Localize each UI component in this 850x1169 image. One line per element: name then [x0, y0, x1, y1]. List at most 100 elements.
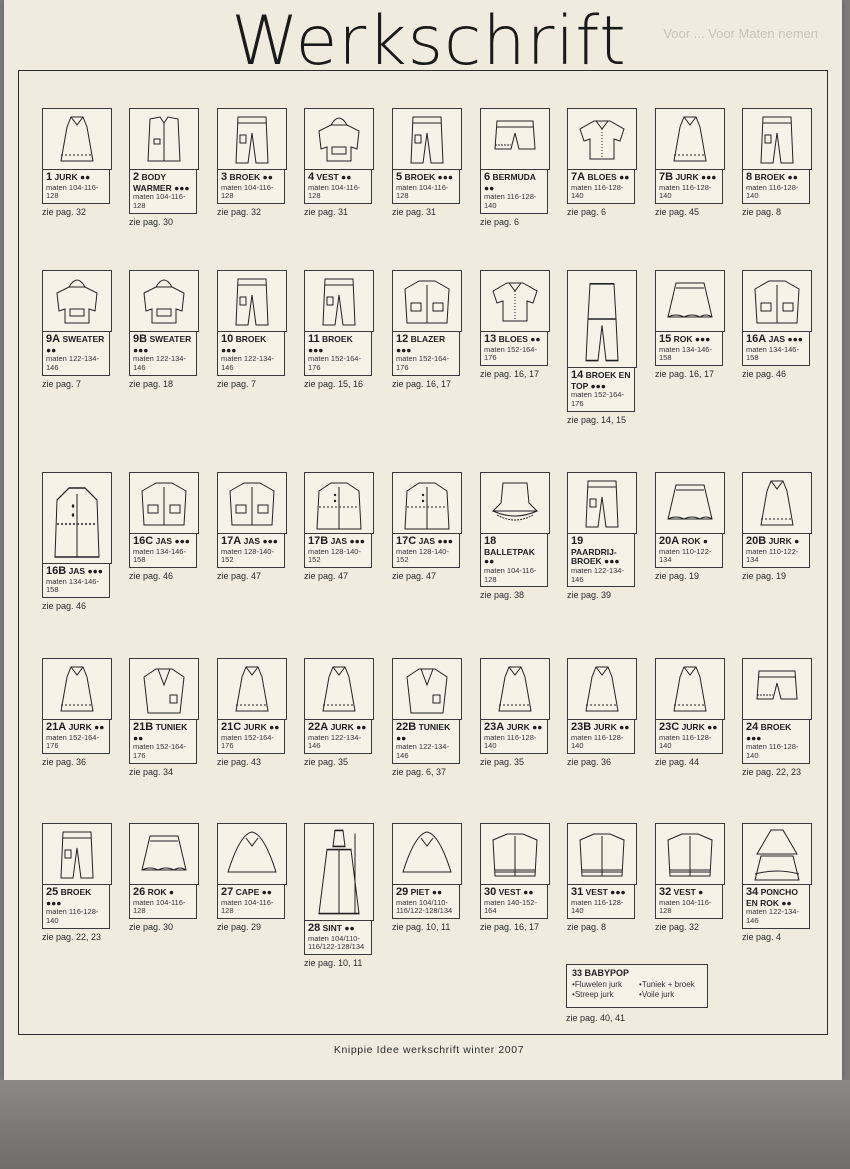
- pattern-label: 17a JAS ●●●maten 128-140-152: [217, 534, 285, 568]
- pattern-number: 21c: [221, 721, 242, 733]
- pattern-sizes: maten 104-116-128: [221, 897, 274, 916]
- jacket-sketch: [392, 270, 462, 332]
- pattern-number: 28: [308, 922, 321, 934]
- pattern-page-ref: zie pag. 38: [480, 590, 525, 601]
- pattern-name: 5 BROEK ●●●: [396, 171, 456, 184]
- coat-sketch: [42, 472, 112, 564]
- pattern-sizes: maten 122-134-146: [46, 354, 99, 373]
- pattern-label: 21c JURK ●●maten 152-164-176: [217, 720, 285, 754]
- pattern-number: 10: [221, 333, 234, 345]
- pattern-title: TUNIEK ●●: [133, 722, 188, 743]
- pattern-number: 31: [571, 886, 584, 898]
- jacket-sketch: [742, 270, 812, 332]
- pattern-number: 3: [221, 171, 228, 183]
- pattern-number: 2: [133, 171, 140, 183]
- pattern-label: 24 BROEK ●●●maten 116-128-140: [742, 720, 810, 764]
- pattern-name: 17c JAS ●●●: [396, 535, 456, 548]
- pattern-name: 8 BROEK ●●: [746, 171, 806, 184]
- babypop-list: Fluwelen jurk Tuniek + broek Streep jurk…: [572, 980, 702, 999]
- pattern-title: JURK ●●: [54, 172, 91, 182]
- hoodie-sketch: [42, 270, 112, 332]
- pattern-page-ref: zie pag. 29: [217, 921, 262, 932]
- pattern-sizes: maten 128-140-152: [221, 546, 274, 565]
- pattern-label: 29 PIET ●●maten 104/110-116/122-128/134: [392, 885, 460, 919]
- pattern-page-ref: zie pag. 35: [480, 756, 525, 767]
- pattern-sizes: maten 104-116-128: [484, 566, 537, 584]
- pattern-number: 23a: [484, 721, 505, 733]
- pattern-card: 29 PIET ●●maten 104/110-116/122-128/134 z…: [392, 823, 462, 932]
- pattern-page-ref: zie pag. 43: [217, 756, 262, 767]
- pattern-label: 14 BROEK EN TOP ●●●maten 152-164-176: [567, 368, 635, 412]
- pattern-label: 32 VEST ●maten 104-116-128: [655, 885, 723, 919]
- pattern-page-ref: zie pag. 36: [567, 756, 612, 767]
- pattern-title: BLOES ●●: [587, 172, 630, 182]
- pattern-label: 25 BROEK ●●●maten 116-128-140: [42, 885, 110, 929]
- pattern-page-ref: zie pag. 46: [42, 600, 87, 611]
- pattern-sizes: maten 152-164-176: [46, 732, 99, 751]
- pattern-page-ref: zie pag. 31: [392, 206, 437, 217]
- pattern-name: 29 PIET ●●: [396, 886, 456, 899]
- pattern-name: 34 PONCHO EN ROK ●●: [746, 886, 806, 908]
- pattern-number: 32: [659, 886, 672, 898]
- pattern-label: 22b TUNIEK ●●maten 122-134-146: [392, 720, 460, 764]
- pattern-sizes: maten 116-128-140: [659, 732, 712, 751]
- pattern-name: 11 BROEK ●●●: [308, 333, 368, 355]
- pattern-name: 28 SINT ●●: [308, 922, 368, 935]
- pattern-name: 23c JURK ●●: [659, 721, 719, 734]
- pattern-number: 8: [746, 171, 753, 183]
- pattern-title: JAS ●●●: [243, 536, 278, 546]
- pattern-label: 23a JURK ●●maten 116-128-140: [480, 720, 548, 754]
- skirt-sketch: [129, 823, 199, 885]
- pattern-label: 7a BLOES ●●maten 116-128-140: [567, 170, 635, 204]
- cape-sketch: [392, 823, 462, 885]
- pattern-page-ref: zie pag. 34: [129, 766, 174, 777]
- pattern-number: 16b: [46, 565, 67, 577]
- trousers-sketch: [392, 108, 462, 170]
- pattern-title: CAPE ●●: [235, 887, 272, 897]
- pattern-label: 20b JURK ●maten 110-122-134: [742, 534, 810, 568]
- pattern-number: 19: [571, 535, 584, 547]
- pattern-page-ref: zie pag. 10, 11: [392, 921, 451, 932]
- dress-sketch: [217, 658, 287, 720]
- pattern-sizes: maten 122-134-146: [221, 354, 274, 373]
- pattern-title: JURK ●●●: [675, 172, 717, 182]
- pattern-number: 11: [308, 333, 320, 345]
- pattern-page-ref: zie pag. 14, 15: [567, 414, 627, 425]
- pattern-title: ROK ●●●: [673, 334, 711, 344]
- pattern-card: 14 BROEK EN TOP ●●●maten 152-164-176 zie …: [567, 270, 637, 425]
- babypop-item: Tuniek + broek: [639, 980, 702, 990]
- tunic-sketch: [129, 658, 199, 720]
- pattern-label: 4 VEST ●●maten 104-116-128: [304, 170, 372, 204]
- babypop-page-ref: zie pag. 40, 41: [566, 1013, 626, 1023]
- pattern-sizes: maten 134-146-158: [746, 344, 799, 363]
- pattern-number: 17b: [308, 535, 329, 547]
- pattern-number: 21b: [133, 721, 154, 733]
- pattern-name: 9a SWEATER ●●: [46, 333, 106, 355]
- pattern-sizes: maten 122-134-146: [571, 566, 624, 584]
- pattern-title: BERMUDA ●●: [484, 172, 536, 193]
- pattern-page-ref: zie pag. 16, 17: [480, 368, 540, 379]
- trousers-sketch: [217, 270, 287, 332]
- pattern-name: 24 BROEK ●●●: [746, 721, 806, 743]
- pattern-number: 18: [484, 535, 497, 547]
- coat-sketch: [392, 472, 462, 534]
- pattern-title: JAS ●●●: [768, 334, 803, 344]
- pattern-page-ref: zie pag. 16, 17: [655, 368, 715, 379]
- poncho-sketch: [742, 823, 812, 885]
